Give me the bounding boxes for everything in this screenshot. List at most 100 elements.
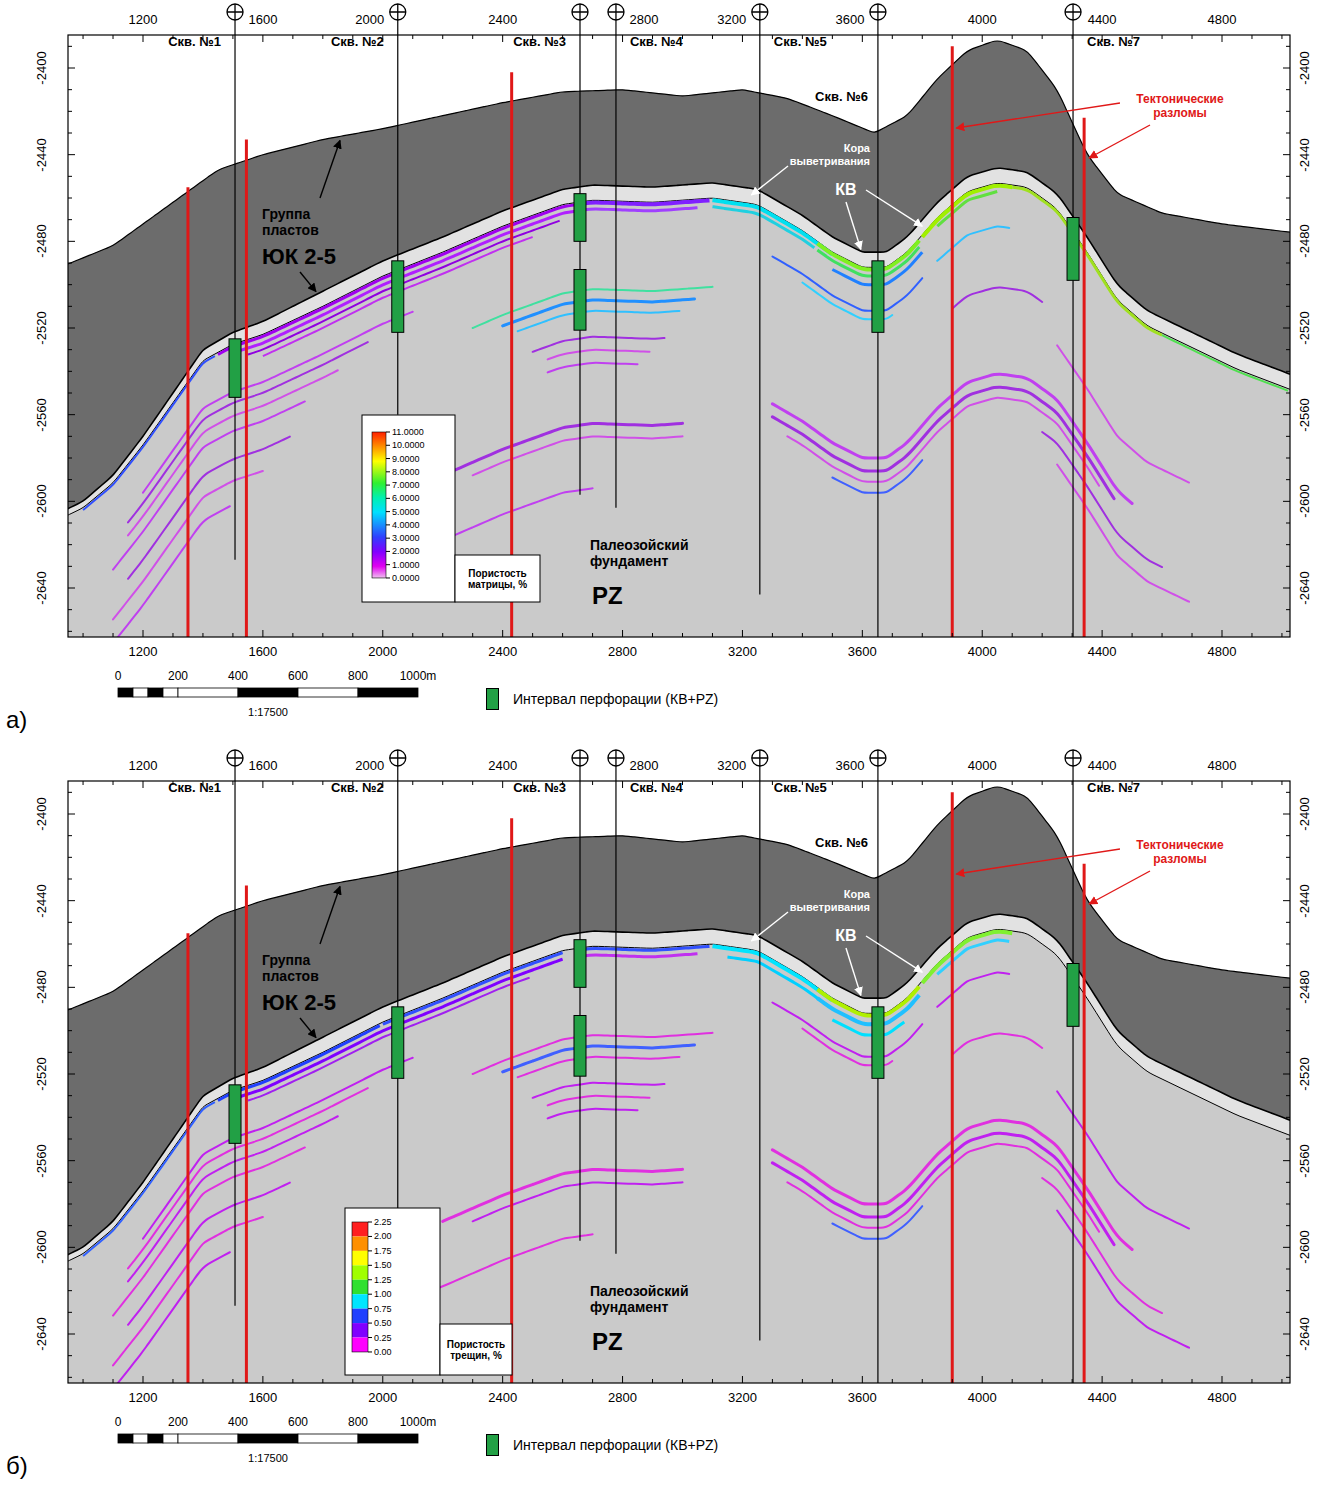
fault-line (1083, 118, 1086, 637)
colorbar-ticks (386, 432, 390, 578)
porosity-streak (772, 387, 1114, 499)
colorbar-step (352, 1323, 368, 1337)
colorbar-tick: 9.0000 (392, 453, 420, 463)
axis-number: -2520 (1298, 311, 1313, 344)
leader-arrow (300, 1018, 316, 1038)
scale-number: 0 (115, 1416, 122, 1430)
colorbar-tick: 0.00 (374, 1347, 392, 1357)
axis-number: 3200 (717, 759, 746, 774)
axis-number: 1200 (129, 13, 158, 28)
well-label: Скв. №4 (630, 781, 683, 796)
crust-base-line (68, 183, 1290, 516)
well-symbol (752, 750, 768, 766)
axis-number: -2480 (35, 225, 50, 258)
axis-number: -2600 (1298, 1231, 1313, 1264)
well-symbol-cross (572, 4, 588, 20)
porosity-streak (712, 207, 814, 248)
scale-bar-segment (298, 1434, 358, 1443)
axis-number: 2000 (355, 13, 384, 28)
colorbar-tick: 0.25 (374, 1332, 392, 1342)
axis-ticks (68, 781, 1290, 1383)
scale-bar-segment (118, 1434, 133, 1443)
colorbar-tick: 8.0000 (392, 467, 420, 477)
colorbar-step (352, 1251, 368, 1265)
axis-number: 1200 (129, 645, 158, 660)
axis-number: 4000 (968, 1391, 997, 1406)
axis-number: -2560 (35, 398, 50, 431)
panel-letter: б) (6, 1452, 28, 1480)
axis-number: -2480 (1298, 971, 1313, 1004)
well-symbol-cross (1065, 750, 1081, 766)
well-trace (615, 766, 616, 1254)
crust-top-line (68, 168, 1290, 510)
colorbar-step (352, 1280, 368, 1294)
leader-arrow (300, 272, 316, 292)
legend-text: Интервал перфорации (КВ+PZ) (513, 691, 718, 707)
well-symbol (227, 750, 243, 766)
colorbar-step (352, 1294, 368, 1308)
colorbar-title: Пористость матрицы, % (458, 567, 537, 590)
porosity-streak (578, 200, 710, 204)
porosity-streak (83, 356, 215, 510)
axis-number: 4000 (968, 759, 997, 774)
axis-number: 2800 (629, 759, 658, 774)
axis-number: -2600 (35, 485, 50, 518)
porosity-streak (113, 401, 305, 569)
leader-arrow (320, 140, 340, 198)
porosity-streak (1042, 432, 1162, 567)
axis-number: -2480 (35, 971, 50, 1004)
well-symbol (870, 4, 886, 20)
porosity-streak (548, 1109, 638, 1119)
fault-line (245, 886, 248, 1384)
well-symbol (390, 4, 406, 20)
well-trace (579, 766, 580, 1241)
axis-number: 4800 (1208, 645, 1237, 660)
porosity-streak (817, 240, 919, 269)
well-symbol (870, 750, 886, 766)
axis-number: 2000 (355, 759, 384, 774)
axis-number: 1200 (129, 759, 158, 774)
axis-number: -2520 (35, 311, 50, 344)
scale-bar-segment (163, 1434, 178, 1443)
porosity-streak (83, 1102, 215, 1256)
axis-number: -2640 (1298, 1317, 1313, 1350)
scale-ratio: 1:17500 (248, 706, 288, 719)
perforation-interval (229, 339, 241, 398)
well-trace (1072, 20, 1073, 637)
section-frame (68, 35, 1290, 637)
fault-callout: Тектонические разломы (1125, 839, 1235, 867)
porosity-streak (473, 1033, 713, 1074)
fault-line (186, 933, 189, 1383)
colorbar-tick: 1.75 (374, 1246, 392, 1256)
well-trace (579, 20, 580, 495)
basement-code: PZ (592, 1328, 623, 1356)
axis-number: 2800 (608, 645, 637, 660)
perforation-interval (574, 940, 586, 988)
weathering-code: КВ (835, 927, 856, 945)
weathering-label: Кора выветривания (785, 142, 870, 167)
axis-number: 4800 (1208, 759, 1237, 774)
porosity-streak (443, 1169, 683, 1221)
axis-number: -2440 (1298, 884, 1313, 917)
section-panel (65, 4, 1294, 697)
well-label: Скв. №1 (168, 35, 221, 50)
scale-bar-segment (358, 688, 418, 697)
well-symbol-cross (1065, 4, 1081, 20)
well-symbol-cross (870, 750, 886, 766)
porosity-streak (578, 954, 698, 957)
colorbar-step (352, 1265, 368, 1279)
porosity-streak (578, 946, 710, 950)
axis-number: 3200 (728, 645, 757, 660)
leader-arrow (866, 936, 922, 972)
fault-line (510, 72, 513, 637)
colorbar-title-frame (440, 1324, 512, 1375)
axis-number: 3600 (835, 759, 864, 774)
axis-number: 2400 (488, 13, 517, 28)
scale-bar-segment (298, 688, 358, 697)
fault-line (951, 792, 954, 1383)
well-symbol-cross (227, 750, 243, 766)
porosity-streak (922, 186, 1012, 237)
colorbar-tick: 2.0000 (392, 546, 420, 556)
axis-number: -2440 (35, 138, 50, 171)
porosity-streak (787, 398, 1099, 486)
